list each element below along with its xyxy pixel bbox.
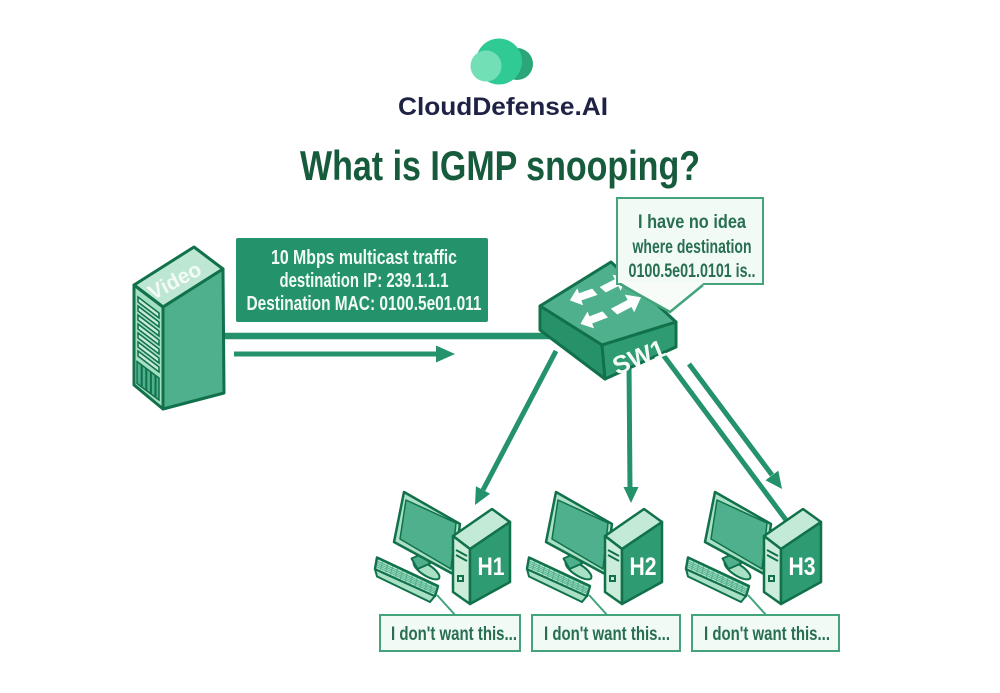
svg-text:where destination: where destination [632,237,752,258]
svg-text:CloudDefense.AI: CloudDefense.AI [398,93,608,121]
svg-text:I have no idea: I have no idea [638,212,746,233]
svg-text:0100.5e01.0101 is..: 0100.5e01.0101 is.. [629,261,756,282]
svg-text:I don't want this...: I don't want this... [704,624,830,645]
svg-text:10 Mbps multicast traffic: 10 Mbps multicast traffic [271,247,457,269]
svg-text:H1: H1 [478,553,505,581]
svg-text:H3: H3 [789,553,816,581]
svg-text:What is IGMP snooping?: What is IGMP snooping? [300,142,700,189]
svg-text:I don't want this...: I don't want this... [544,624,670,645]
svg-text:Destination MAC: 0100.5e01.011: Destination MAC: 0100.5e01.011 [247,293,482,315]
svg-text:destination IP: 239.1.1.1: destination IP: 239.1.1.1 [280,270,449,292]
svg-text:H2: H2 [630,553,657,581]
svg-text:I don't want this...: I don't want this... [391,624,517,645]
